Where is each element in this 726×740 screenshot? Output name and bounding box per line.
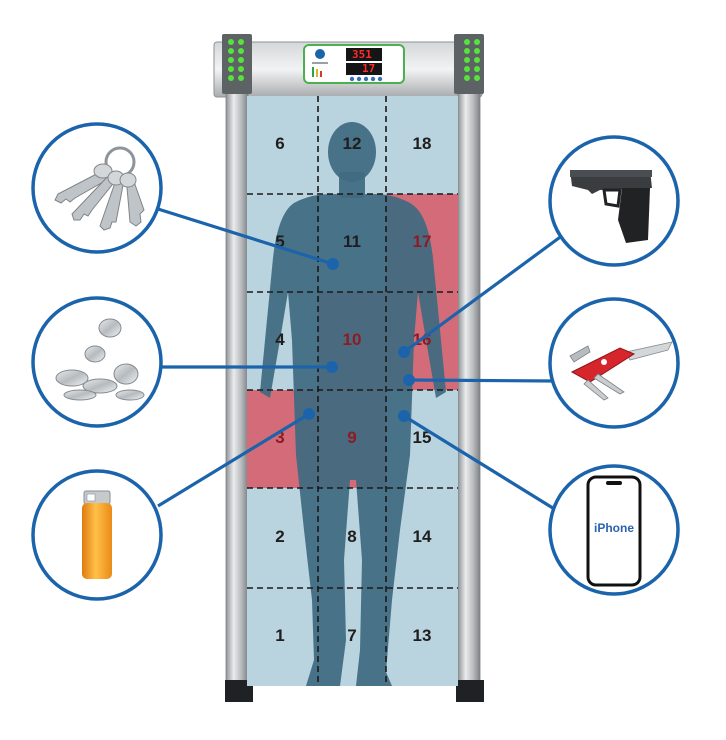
- zone-number-1: 1: [275, 626, 284, 645]
- led-indicator: [228, 48, 234, 54]
- led-indicator: [228, 57, 234, 63]
- panel-button[interactable]: [370, 76, 376, 82]
- brand-logo-icon: [315, 49, 325, 59]
- gun-icon: [570, 170, 652, 243]
- led-indicator: [238, 75, 244, 81]
- phone-callout: iPhone: [548, 464, 680, 596]
- control-panel: 351 17: [303, 44, 405, 84]
- panel-button[interactable]: [377, 76, 383, 82]
- phone-label: iPhone: [594, 521, 634, 535]
- led-indicator: [228, 66, 234, 72]
- zone-number-7: 7: [347, 626, 356, 645]
- gun-callout: [548, 135, 680, 267]
- keys-callout: [31, 122, 163, 254]
- panel-button[interactable]: [363, 76, 369, 82]
- led-indicator: [464, 57, 470, 63]
- zone-number-11: 11: [343, 232, 361, 251]
- led-indicator: [474, 57, 480, 63]
- zone-number-10: 10: [343, 330, 362, 349]
- lighter-callout: [31, 469, 163, 601]
- zone-number-8: 8: [347, 527, 356, 546]
- led-indicator: [464, 66, 470, 72]
- knife-callout: [548, 297, 680, 429]
- panel-button[interactable]: [349, 76, 355, 82]
- led-indicator: [474, 48, 480, 54]
- led-indicator: [238, 66, 244, 72]
- coins-callout: [31, 296, 163, 428]
- phone-icon: iPhone: [586, 475, 642, 587]
- display-top-readout: 351: [352, 48, 372, 61]
- display-bottom-readout: 17: [362, 62, 375, 75]
- zone-number-3: 3: [275, 428, 284, 447]
- zone-number-17: 17: [413, 232, 432, 251]
- callout-anchor-dots: [303, 258, 415, 422]
- zone-number-2: 2: [275, 527, 284, 546]
- led-indicator: [228, 75, 234, 81]
- keys-icon: [54, 146, 145, 231]
- coins-icon: [55, 318, 145, 401]
- led-indicator: [464, 75, 470, 81]
- zone-number-15: 15: [413, 428, 432, 447]
- knife-icon: [569, 341, 673, 401]
- led-indicator: [464, 39, 470, 45]
- panel-button[interactable]: [356, 76, 362, 82]
- zone-number-13: 13: [413, 626, 432, 645]
- led-indicator: [474, 75, 480, 81]
- led-indicator: [464, 48, 470, 54]
- led-indicator: [238, 39, 244, 45]
- zone-number-4: 4: [275, 330, 285, 349]
- zone-number-14: 14: [413, 527, 432, 546]
- zone-number-5: 5: [275, 232, 284, 251]
- zone-number-18: 18: [413, 134, 432, 153]
- right-pillar: [457, 83, 481, 693]
- led-indicator: [228, 39, 234, 45]
- person-silhouette: [260, 122, 446, 687]
- led-indicator: [474, 66, 480, 72]
- zone-number-12: 12: [343, 134, 362, 153]
- right-foot: [456, 680, 484, 702]
- callout-lines: [157, 207, 564, 512]
- zone-number-9: 9: [347, 428, 356, 447]
- led-indicator: [238, 57, 244, 63]
- lighter-icon: [82, 490, 112, 579]
- led-indicator: [238, 48, 244, 54]
- zone-number-6: 6: [275, 134, 284, 153]
- zone-grid-lines: [247, 96, 458, 686]
- led-indicator: [474, 39, 480, 45]
- left-foot: [225, 680, 253, 702]
- left-pillar: [225, 83, 249, 693]
- indicator-leds: [228, 39, 480, 81]
